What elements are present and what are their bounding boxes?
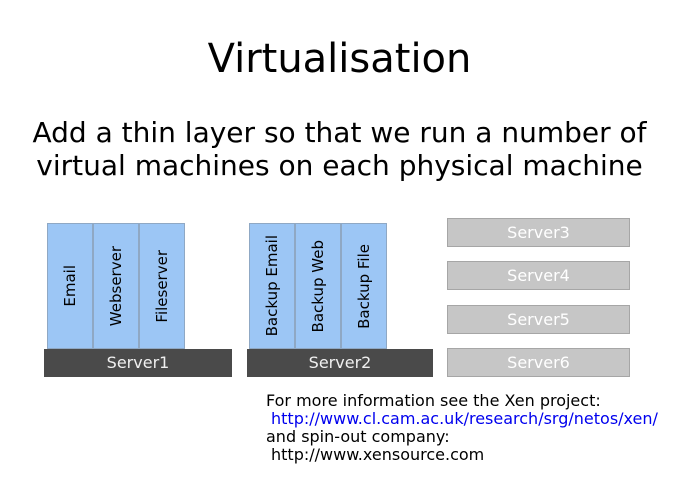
vm-label-fileserver: Fileserver xyxy=(153,249,171,323)
idle-server-box-server6: Server6 xyxy=(447,348,630,377)
subtitle-line-2: virtual machines on each physical machin… xyxy=(36,149,643,182)
vm-box-backup-email: Backup Email xyxy=(249,223,295,349)
vm-box-fileserver: Fileserver xyxy=(139,223,185,349)
vm-label-backup-email: Backup Email xyxy=(263,235,281,337)
footer-line-4: http://www.xensource.com xyxy=(271,445,485,464)
vm-label-webserver: Webserver xyxy=(107,245,125,327)
vm-label-backup-web: Backup Web xyxy=(309,239,327,333)
footer-line-1: For more information see the Xen project… xyxy=(266,391,601,410)
slide-title: Virtualisation xyxy=(207,36,472,82)
server1-bar: Server1 xyxy=(44,349,232,377)
xen-project-link[interactable]: http://www.cl.cam.ac.uk/research/srg/net… xyxy=(271,409,658,428)
vm-box-backup-file: Backup File xyxy=(341,223,387,349)
vm-box-backup-web: Backup Web xyxy=(295,223,341,349)
vm-label-email: Email xyxy=(61,265,79,307)
footer-text-block: For more information see the Xen project… xyxy=(266,392,658,464)
idle-server-box-server4: Server4 xyxy=(447,261,630,290)
idle-server-box-server5: Server5 xyxy=(447,305,630,334)
vm-box-email: Email xyxy=(47,223,93,349)
vm-box-webserver: Webserver xyxy=(93,223,139,349)
idle-server-box-server3: Server3 xyxy=(447,218,630,247)
vm-label-backup-file: Backup File xyxy=(355,243,373,329)
footer-line-2: http://www.cl.cam.ac.uk/research/srg/net… xyxy=(266,410,658,428)
subtitle-line-1: Add a thin layer so that we run a number… xyxy=(32,116,647,149)
server2-bar: Server2 xyxy=(247,349,433,377)
footer-line-3: and spin-out company: xyxy=(266,427,450,446)
slide-subtitle: Add a thin layer so that we run a number… xyxy=(0,116,679,182)
